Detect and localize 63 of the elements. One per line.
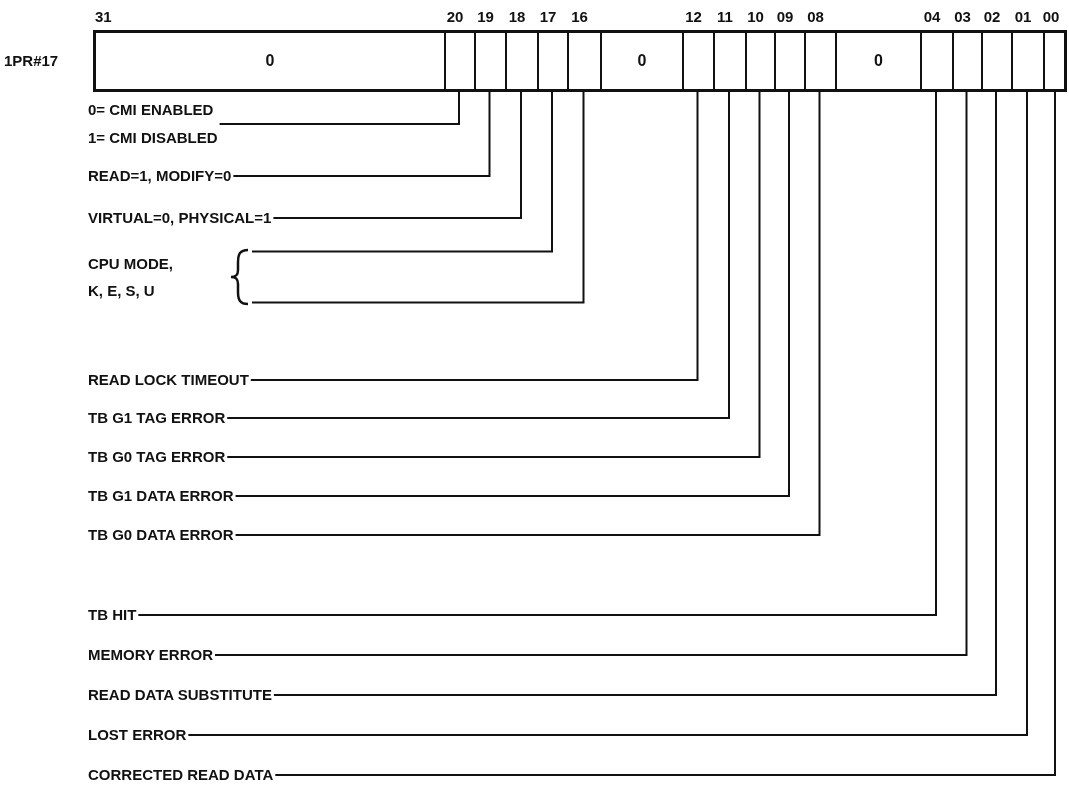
bit-number: 09 [776,8,794,25]
leader-line [226,91,761,458]
bit-number: 11 [717,8,733,25]
field-label: CORRECTED READ DATA [88,766,274,784]
field-label: TB G1 DATA ERROR [88,487,234,505]
bit-cell [713,30,745,92]
bit-number: 03 [954,8,971,25]
bit-number: 20 [446,8,464,25]
bit-number: 19 [477,8,494,25]
bit-number: 16 [571,8,588,25]
leader-line [232,91,491,177]
field-label: READ=1, MODIFY=0 [88,167,232,185]
bit-cell [1043,30,1067,92]
bit-number: 31 [95,8,112,25]
bit-number: 00 [1042,8,1060,25]
field-label: READ LOCK TIMEOUT [88,371,249,389]
field-label: TB HIT [88,606,137,624]
leader-line [249,91,699,381]
bit-cell [981,30,1011,92]
bit-number: 02 [983,8,1001,25]
bit-cell [444,30,474,92]
bit-cell [537,30,567,92]
field-label: READ DATA SUBSTITUTE [88,686,272,704]
reserved-field: 0 [835,30,920,92]
bit-cell [1011,30,1043,92]
bit-number: 01 [1014,8,1032,25]
field-label: TB G0 DATA ERROR [88,526,234,544]
field-label: CPU MODE, K, E, S, U [88,254,174,301]
reserved-field: 0 [93,30,444,92]
leader-line [251,91,585,304]
bit-number: 18 [508,8,526,25]
leader-line [272,91,997,696]
bit-cell [920,30,952,92]
bit-cell [505,30,537,92]
field-label: TB G1 TAG ERROR [88,409,226,427]
bit-cell [567,30,600,92]
leader-line [274,91,1056,776]
field-label: LOST ERROR [88,726,187,744]
bit-cell [745,30,774,92]
bit-number: 12 [685,8,702,25]
bit-number: 04 [923,8,941,25]
register-name: 1PR#17 [4,52,59,69]
bit-cell [952,30,981,92]
field-label: TB G0 TAG ERROR [88,448,226,466]
bit-cell [774,30,804,92]
leader-line [137,91,937,616]
bit-cell [474,30,505,92]
leader-line [218,91,460,125]
leader-line [187,91,1028,736]
field-label: 0= CMI ENABLED [88,101,215,119]
bit-cell [804,30,835,92]
bit-number: 10 [747,8,764,25]
bit-number: 08 [807,8,824,25]
field-label: MEMORY ERROR [88,646,213,664]
field-label: 1= CMI DISABLED [88,129,218,147]
leader-line [272,91,522,219]
bit-cell [682,30,713,92]
bit-number: 17 [539,8,557,25]
field-label: VIRTUAL=0, PHYSICAL=1 [88,209,272,227]
leader-line [251,91,553,253]
leader-line [226,91,730,419]
reserved-field: 0 [600,30,682,92]
leader-line [214,91,968,656]
